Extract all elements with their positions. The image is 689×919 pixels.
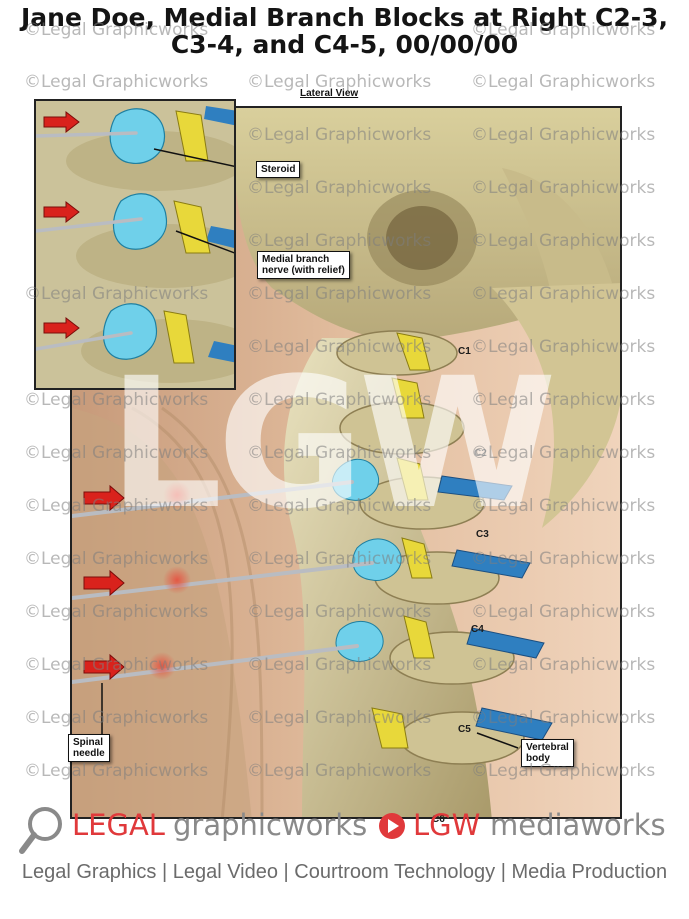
callout-medial-branch: Medial branch nerve (with relief)	[257, 251, 350, 279]
logo-mediaworks-word: mediaworks	[490, 808, 666, 842]
logo-legal-word: LEGAL	[72, 808, 165, 842]
footer-tagline: Legal Graphics | Legal Video | Courtroom…	[21, 861, 668, 883]
level-label-c1: C1	[458, 346, 471, 357]
detail-inset-graphic	[36, 101, 234, 388]
level-label-c3: C3	[476, 529, 489, 540]
level-label-c6: C6	[432, 814, 445, 825]
title-line-2: C3-4, and C4-5, 00/00/00	[170, 30, 519, 59]
callout-vertebral-body: Vertebral body	[521, 739, 574, 767]
watermark-text: ©Legal Graphicworks	[471, 72, 656, 92]
footer-logos: LEGAL graphicworks LGW mediaworks	[0, 800, 689, 856]
view-label: Lateral View	[300, 88, 359, 99]
magnifier-icon	[19, 807, 62, 854]
title-line-1: Jane Doe, Medial Branch Blocks at Right …	[20, 3, 669, 32]
callout-steroid: Steroid	[256, 161, 301, 178]
page-title: Jane Doe, Medial Branch Blocks at Right …	[0, 4, 689, 58]
callout-spinal-needle: Spinal needle	[68, 734, 110, 762]
level-label-c4: C4	[471, 624, 484, 635]
detail-inset	[34, 99, 236, 390]
lgw-mediaworks-icon	[379, 813, 405, 839]
logo-lgw-word: LGW	[413, 808, 481, 842]
spine-illustration-graphic	[72, 108, 620, 817]
level-label-c2: C2	[474, 448, 487, 459]
spine-illustration	[70, 106, 622, 819]
watermark-text: ©Legal Graphicworks	[24, 72, 209, 92]
logo-graphicworks-word: graphicworks	[173, 808, 368, 842]
level-label-c5: C5	[458, 724, 471, 735]
